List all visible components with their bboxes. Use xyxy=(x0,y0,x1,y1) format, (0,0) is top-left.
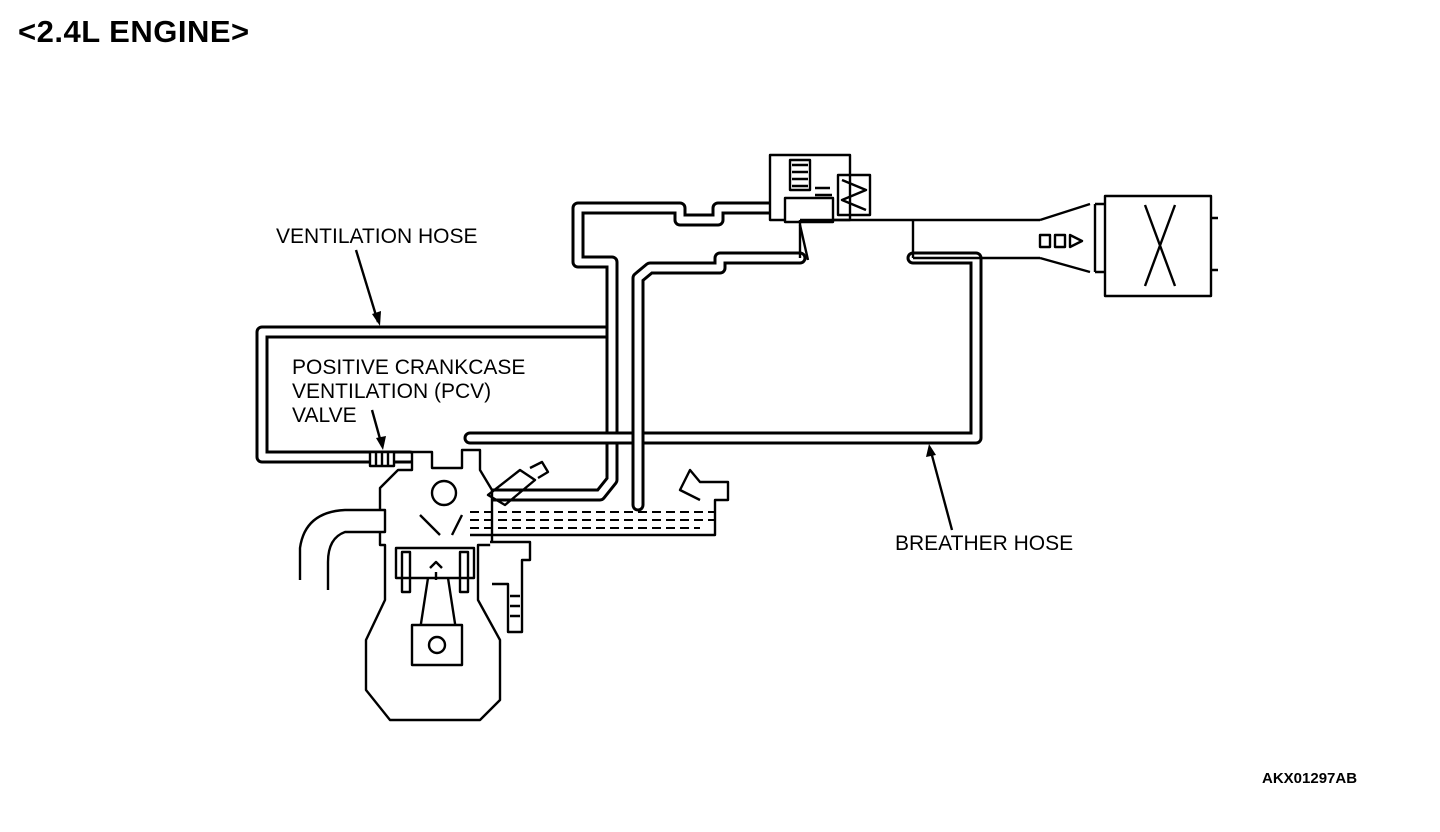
figure-code: AKX01297AB xyxy=(1262,770,1358,787)
breather-hose-leader xyxy=(926,444,954,531)
pcv-valve-label-line2: VENTILATION (PCV) xyxy=(292,380,492,403)
throttle-body xyxy=(768,153,1091,274)
pcv-valve-leader xyxy=(370,409,386,450)
engine-block xyxy=(298,448,730,722)
air-cleaner xyxy=(1038,194,1218,298)
ventilation-hose-leader xyxy=(354,249,381,326)
intake-manifold xyxy=(463,201,782,542)
ventilation-hose-label: VENTILATION HOSE xyxy=(276,225,478,248)
diagram-title: <2.4L ENGINE> xyxy=(18,14,250,49)
breather-hose-label: BREATHER HOSE xyxy=(895,532,1074,555)
pcv-valve xyxy=(368,450,396,468)
pcv-valve-label-line3: VALVE xyxy=(292,404,357,427)
pcv-valve-label-line1: POSITIVE CRANKCASE xyxy=(292,356,526,379)
ventilation-hose xyxy=(255,325,615,464)
